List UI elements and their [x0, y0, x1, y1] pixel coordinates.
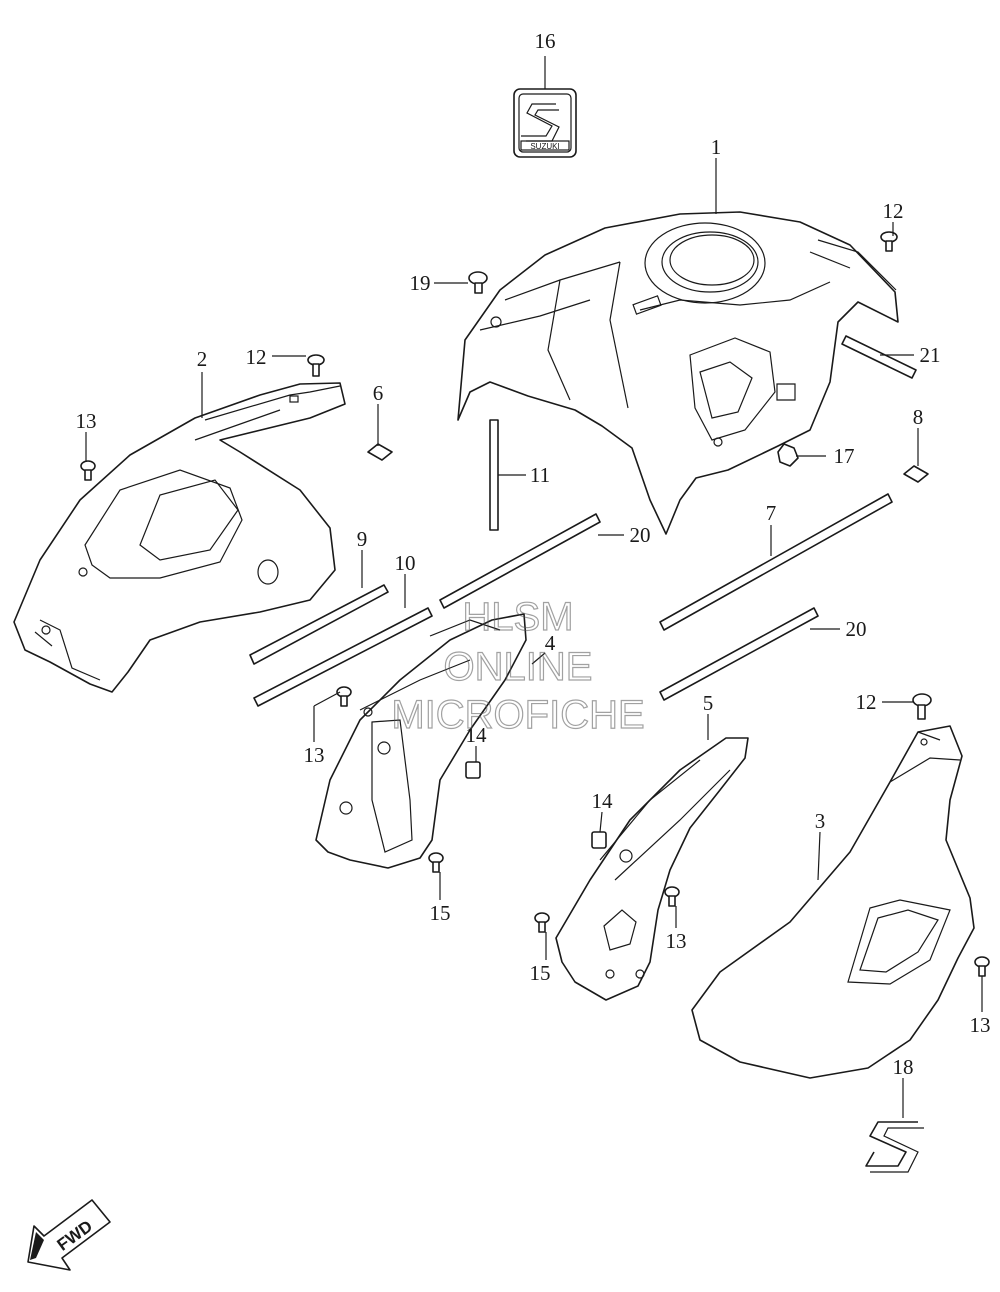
screw-part-13d	[974, 956, 990, 977]
callout-5: 5	[703, 691, 714, 715]
callout-1: 1	[711, 135, 722, 159]
callout-21: 21	[920, 343, 941, 367]
callout-12: 12	[856, 690, 877, 714]
watermark: HLSM ONLINE MICROFICHE	[391, 594, 646, 737]
side-panel-part-3	[691, 725, 975, 1079]
inner-cover-part-4	[315, 613, 527, 869]
callout-10: 10	[395, 551, 416, 575]
emblem-text: SUZUKI	[530, 142, 559, 151]
callout-18: 18	[893, 1055, 914, 1079]
callout-8: 8	[913, 405, 924, 429]
cushion-strip-part-9	[249, 584, 389, 665]
callout-13: 13	[970, 1013, 991, 1037]
callout-17: 17	[834, 444, 855, 468]
callout-4: 4	[545, 631, 556, 655]
callout-3: 3	[815, 809, 826, 833]
screw-part-13a	[80, 460, 96, 481]
clip-part-17	[777, 443, 799, 467]
callout-2: 2	[197, 347, 208, 371]
callout-19: 19	[410, 271, 431, 295]
cushion-strip-part-20a	[439, 513, 601, 609]
callout-7: 7	[766, 501, 777, 525]
callout-12: 12	[246, 345, 267, 369]
tank-cover-part	[457, 211, 899, 535]
callout-15: 15	[430, 901, 451, 925]
screw-part-13c	[664, 886, 680, 907]
forward-direction-arrow: FWD	[27, 1199, 111, 1271]
nut-part-14a	[465, 761, 481, 779]
screw-part-12a	[880, 231, 898, 252]
left-front-panel-part	[13, 382, 346, 693]
screw-part-15b	[534, 912, 550, 933]
screw-part-15a	[428, 852, 444, 873]
callout-6: 6	[373, 381, 384, 405]
screw-part-12b	[307, 354, 325, 377]
rubber-pad-part-6	[367, 443, 393, 461]
cushion-strip-part-21	[841, 335, 917, 379]
cushion-strip-part-11	[489, 419, 499, 531]
watermark-line-2: ONLINE	[444, 645, 593, 689]
callout-14: 14	[466, 723, 488, 747]
side-bracket-part-5	[555, 737, 749, 1001]
emblem-badge-part: SUZUKI	[513, 88, 577, 158]
callout-15: 15	[530, 961, 551, 985]
leader-lines	[85, 56, 983, 1118]
callout-13: 13	[666, 929, 687, 953]
small-emblem-part-18	[865, 1121, 924, 1173]
callout-labels: 16 1 12 19 21 2 12 13 6 8 11 17 20 7 9 1…	[76, 29, 991, 1079]
screw-part-12c	[912, 693, 932, 720]
callout-16: 16	[535, 29, 556, 53]
callout-11: 11	[530, 463, 550, 487]
watermark-line-1: HLSM	[462, 595, 573, 639]
callout-12: 12	[883, 199, 904, 223]
callout-20: 20	[846, 617, 867, 641]
cushion-strip-part-10	[253, 607, 433, 707]
callout-9: 9	[357, 527, 368, 551]
nut-part-14b	[591, 831, 607, 849]
callout-14: 14	[592, 789, 614, 813]
screw-part-13b	[336, 686, 352, 707]
watermark-line-3: MICROFICHE	[391, 693, 644, 737]
rivet-part-19	[468, 271, 488, 294]
callout-20: 20	[630, 523, 651, 547]
callout-13: 13	[76, 409, 97, 433]
rubber-pad-part-8	[903, 465, 929, 483]
cushion-strip-part-7	[659, 493, 893, 631]
callout-13: 13	[304, 743, 325, 767]
cushion-strip-part-20b	[659, 607, 819, 701]
